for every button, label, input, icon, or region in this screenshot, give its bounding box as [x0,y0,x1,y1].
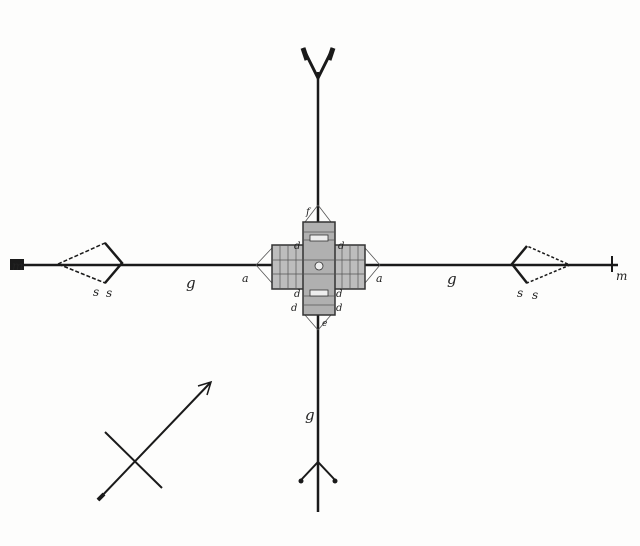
label-g-right: g [447,270,457,288]
label-f-top: f [305,207,312,218]
label-d-2: d [338,241,344,252]
label-s-right-2: s [532,288,538,302]
label-a-left: a [242,272,249,285]
label-s-left-1: s [93,285,99,299]
right-kite [510,245,613,284]
label-d-1: d [294,241,300,252]
building-rays [255,204,381,331]
label-s-left-2: s [106,286,112,300]
label-a-right: a [376,272,383,285]
cross-building [271,221,366,316]
label-e-bottom: e [322,319,327,329]
label-s-right-1: s [517,286,523,300]
label-d-3: d [294,289,300,300]
label-d-4: d [336,289,342,300]
compass-arrow [96,380,213,502]
label-g-bottom: g [305,406,315,424]
top-fork [300,47,336,82]
label-d-6: d [336,303,342,314]
label-m-right: m [616,269,627,283]
left-kite [10,242,124,284]
bottom-fork [298,460,338,484]
label-g-left: g [186,274,196,292]
label-d-5: d [291,303,297,314]
label-m-left: m [12,259,23,273]
